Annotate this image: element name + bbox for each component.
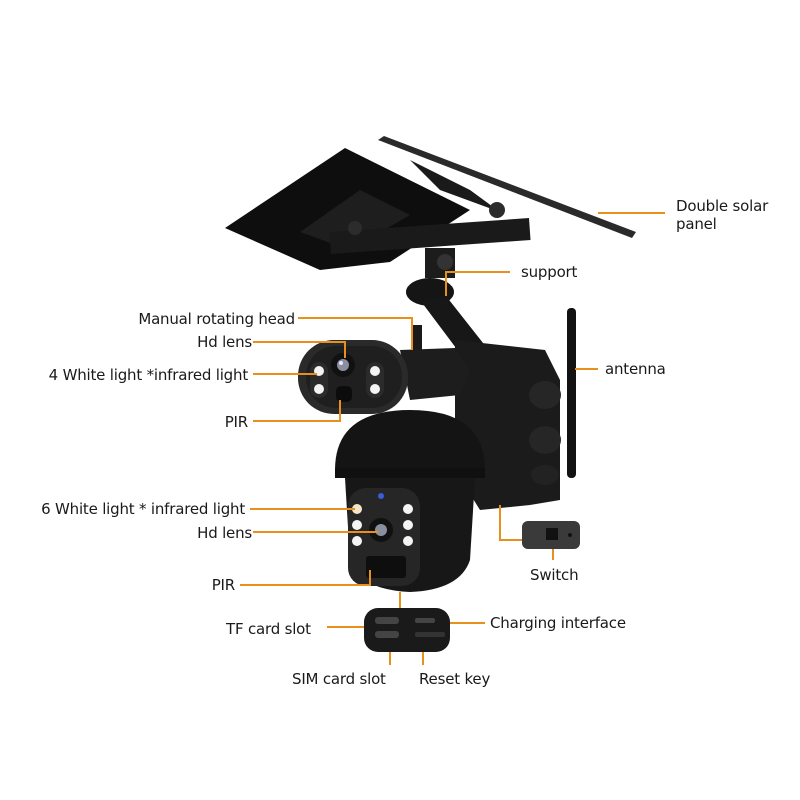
label-6-white-light: 6 White light * infrared light [41, 500, 245, 518]
label-sim-card-slot: SIM card slot [292, 670, 386, 688]
solar-panel-right [378, 136, 636, 238]
label-reset-key: Reset key [419, 670, 491, 688]
label-charging-interface: Charging interface [490, 614, 626, 632]
label-hd-lens-bottom: Hd lens [197, 524, 252, 542]
label-pir-top: PIR [224, 413, 248, 431]
label-pir-bottom: PIR [211, 576, 235, 594]
label-hd-lens-top: Hd lens [197, 333, 252, 351]
switch-inset [522, 521, 580, 549]
label-tf-card-slot: TF card slot [226, 620, 311, 638]
label-antenna: antenna [605, 360, 666, 378]
lower-camera-face [348, 488, 420, 586]
upper-camera-head [298, 325, 470, 414]
label-manual-rotating-head: Manual rotating head [138, 310, 295, 328]
antenna-shape [567, 308, 576, 478]
label-double-solar-panel: Double solar panel [676, 197, 769, 233]
bracket-bar [329, 218, 531, 254]
port-panel-inset [364, 608, 450, 652]
label-support: support [521, 263, 578, 281]
label-4-white-light: 4 White light *infrared light [48, 366, 249, 384]
callout-lines [240, 212, 665, 665]
label-switch: Switch [530, 566, 579, 584]
